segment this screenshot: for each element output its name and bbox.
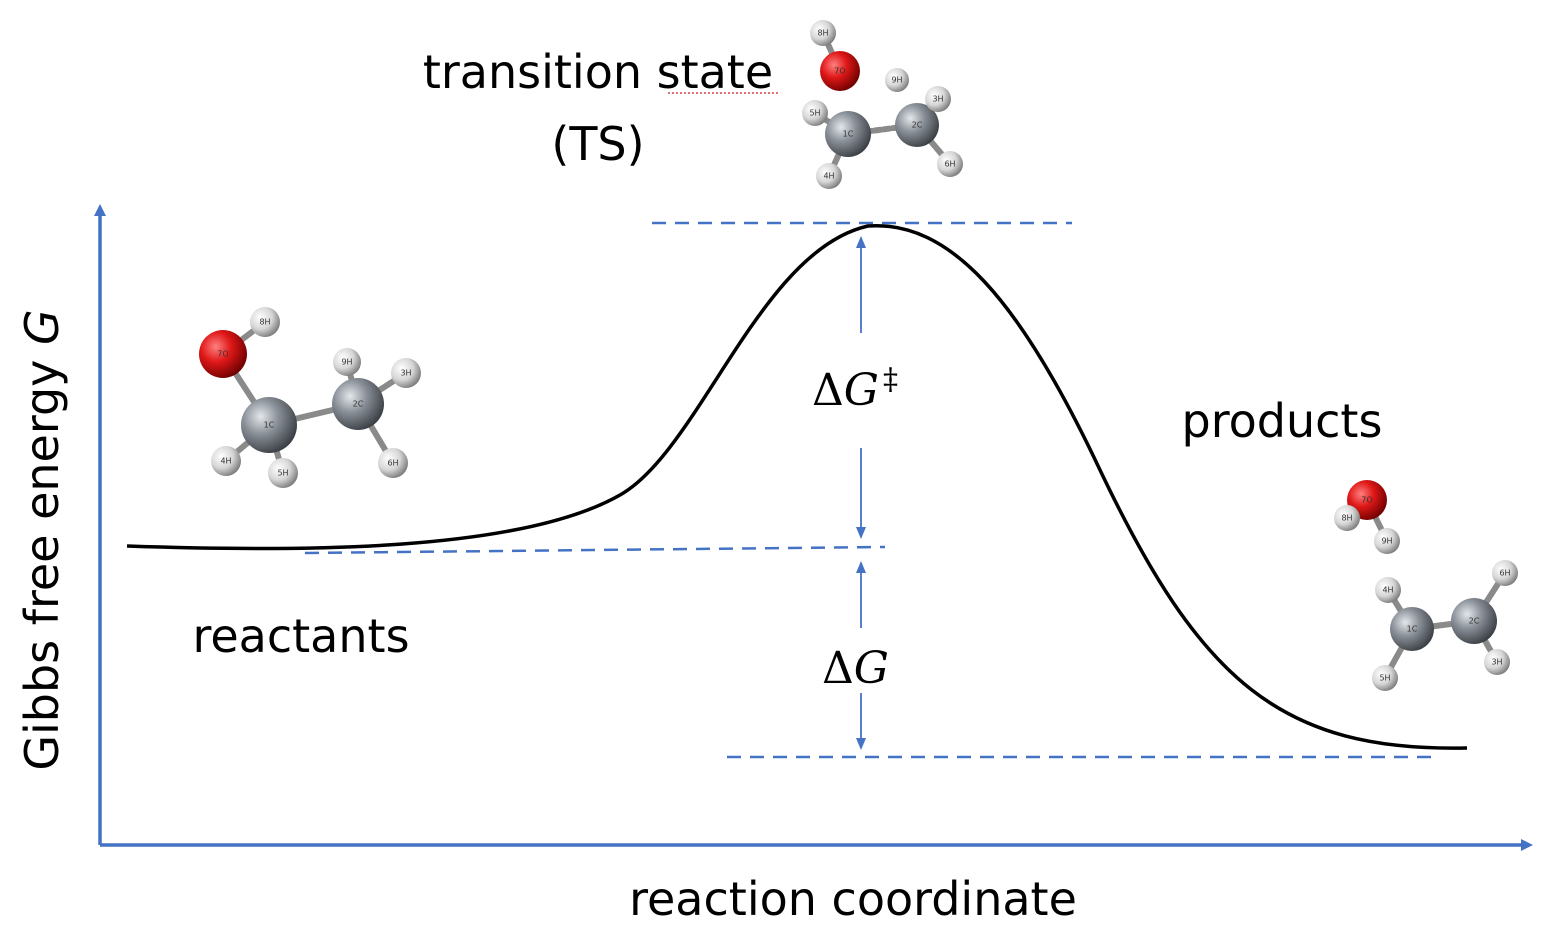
atom-7o bbox=[199, 330, 247, 378]
atom-3h bbox=[1484, 649, 1510, 675]
atom-label: 6H bbox=[1499, 569, 1510, 578]
atom-label: 8H bbox=[817, 29, 828, 38]
atom-6h bbox=[937, 151, 963, 177]
atom-label: 9H bbox=[1381, 537, 1392, 546]
atom-8h bbox=[1334, 505, 1360, 531]
atom-label: 2C bbox=[1469, 617, 1480, 626]
atom-label: 4H bbox=[823, 172, 834, 181]
atom-label: 2C bbox=[353, 400, 364, 409]
y-axis-label-symbol: G bbox=[15, 309, 69, 345]
atom-label: 3H bbox=[400, 369, 411, 378]
atom-label: 6H bbox=[387, 459, 398, 468]
atom-label: 1C bbox=[264, 421, 275, 430]
atom-label: 4H bbox=[220, 457, 231, 466]
atom-label: 1C bbox=[843, 130, 854, 139]
atom-label: 7O bbox=[834, 67, 845, 76]
atom-label: 2C bbox=[912, 121, 923, 130]
y-axis-label-text: Gibbs free energy bbox=[15, 345, 69, 771]
atom-2c bbox=[332, 378, 384, 430]
activation-energy-delta: Δ bbox=[812, 365, 844, 416]
atom-1c bbox=[1390, 607, 1434, 651]
atom-2c bbox=[1451, 598, 1497, 644]
atom-9h bbox=[885, 68, 909, 92]
atom-label: 1C bbox=[1407, 625, 1418, 634]
atom-8h bbox=[810, 20, 836, 46]
transition-state-label: transition state bbox=[423, 45, 773, 99]
atom-label: 9H bbox=[341, 358, 352, 367]
atom-5h bbox=[1372, 665, 1398, 691]
atom-label: 8H bbox=[1341, 514, 1352, 523]
atom-5h bbox=[268, 458, 298, 488]
atom-7o bbox=[820, 51, 860, 91]
transition-state-abbrev: (TS) bbox=[551, 117, 644, 171]
atom-label: 7O bbox=[1361, 496, 1372, 505]
atom-4h bbox=[816, 163, 842, 189]
atom-8h bbox=[250, 307, 280, 337]
product-molecules: 7O 8H 9H 4H 6H 1C 2C 5H 3H bbox=[1334, 480, 1518, 691]
atom-label: 3H bbox=[1491, 658, 1502, 667]
reaction-energy-symbol: G bbox=[854, 643, 889, 694]
atom-3h bbox=[391, 358, 421, 388]
atom-1c bbox=[825, 111, 871, 157]
ts-molecule: 8H 7O 9H 5H 1C 2C 3H 4H 6H bbox=[802, 20, 963, 189]
atom-label: 9H bbox=[891, 76, 902, 85]
atom-label: 5H bbox=[809, 109, 820, 118]
atom-label: 8H bbox=[259, 318, 270, 327]
products-label: products bbox=[1182, 394, 1383, 448]
atom-1c bbox=[241, 397, 297, 453]
atom-9h bbox=[333, 348, 361, 376]
x-axis-label: reaction coordinate bbox=[629, 872, 1077, 926]
reaction-energy-delta: Δ bbox=[822, 643, 854, 694]
activation-energy-label: ΔG‡ bbox=[812, 362, 898, 416]
reactant-molecule: 7O 8H 9H 3H 2C 1C 4H 5H 6H bbox=[199, 307, 421, 488]
atom-label: 3H bbox=[932, 95, 943, 104]
y-axis-label: Gibbs free energy G bbox=[15, 309, 69, 770]
reactant-level-line bbox=[304, 545, 886, 555]
atom-label: 5H bbox=[277, 469, 288, 478]
atom-5h bbox=[802, 100, 828, 126]
atom-9h bbox=[1374, 528, 1400, 554]
energy-curve bbox=[126, 223, 1468, 750]
reactants-label: reactants bbox=[192, 609, 409, 663]
atom-label: 7O bbox=[217, 350, 228, 359]
activation-energy-double-dagger: ‡ bbox=[883, 362, 898, 397]
activation-energy-symbol: G bbox=[844, 365, 879, 416]
atom-6h bbox=[378, 448, 408, 478]
atom-4h bbox=[211, 446, 241, 476]
atom-3h bbox=[925, 86, 951, 112]
atom-label: 4H bbox=[1382, 586, 1393, 595]
atom-2c bbox=[895, 103, 939, 147]
atom-label: 5H bbox=[1379, 674, 1390, 683]
atom-4h bbox=[1375, 577, 1401, 603]
atom-6h bbox=[1492, 560, 1518, 586]
atom-label: 6H bbox=[944, 160, 955, 169]
reaction-energy-label: ΔG bbox=[822, 643, 889, 694]
